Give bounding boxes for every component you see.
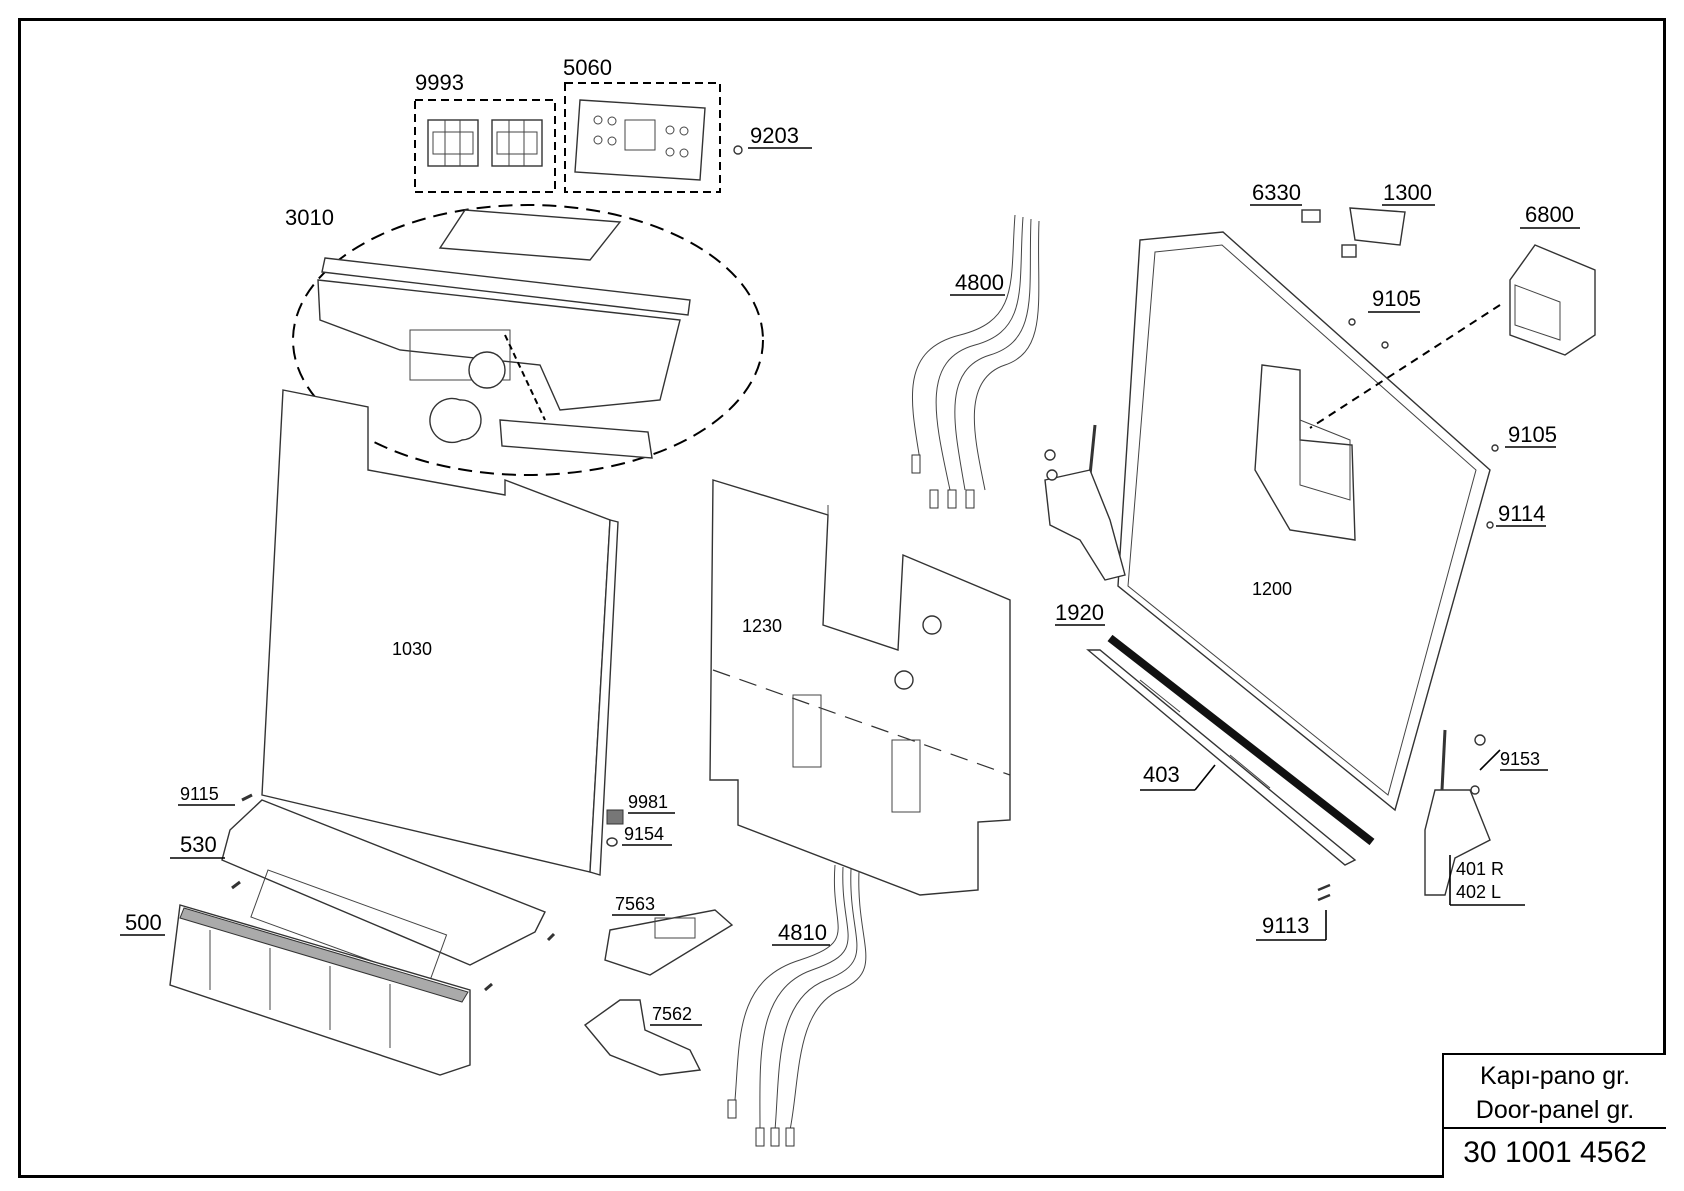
part-left-hinge [1044, 424, 1126, 581]
label-401: 401 R [1456, 859, 1504, 879]
label-4810: 4810 [778, 920, 827, 945]
part-530-bottom-bracket [221, 799, 556, 983]
label-9114: 9114 [1498, 501, 1545, 526]
part-1230-insulation [709, 479, 1011, 896]
part-4810-cable-harness [727, 864, 867, 1147]
label-9154: 9154 [624, 824, 664, 844]
part-1920-door-seal [1055, 624, 1375, 846]
part-9981-clip [606, 809, 675, 825]
label-530: 530 [180, 832, 217, 857]
label-500: 500 [125, 910, 162, 935]
part-5060-control-board [564, 82, 721, 193]
label-9113: 9113 [1262, 913, 1309, 938]
title-name-tr: Kapı-pano gr. [1479, 1062, 1631, 1090]
label-1300: 1300 [1383, 180, 1432, 205]
part-9113-screws [1256, 883, 1331, 941]
label-402: 402 L [1456, 882, 1501, 902]
label-1920: 1920 [1055, 600, 1104, 625]
part-6330-switch [1250, 204, 1321, 223]
part-7563-bracket [604, 909, 734, 976]
part-9154-ring [606, 837, 672, 847]
label-4800: 4800 [955, 270, 1004, 295]
part-4800-cable-harness [911, 214, 1040, 509]
label-1230: 1230 [742, 616, 782, 636]
label-9105-right: 9105 [1508, 422, 1557, 447]
part-9114-screw [1486, 521, 1546, 529]
part-7562-hinge-cover [583, 999, 702, 1076]
label-6800: 6800 [1525, 202, 1574, 227]
label-9105-upper: 9105 [1372, 286, 1421, 311]
drawing-frame [18, 18, 1666, 1178]
part-1030-outer-door-panel [261, 389, 619, 876]
part-9115-screw [178, 793, 253, 806]
part-1300-door-lock [1341, 204, 1435, 258]
title-block-names: Kapı-pano gr. Door-panel gr. [1444, 1055, 1666, 1129]
label-9981: 9981 [628, 792, 668, 812]
label-3010: 3010 [285, 205, 334, 230]
part-9993-button-modules [414, 99, 556, 193]
label-6330: 6330 [1252, 180, 1301, 205]
label-5060: 5060 [563, 55, 612, 80]
label-9153: 9153 [1500, 749, 1540, 769]
label-1200: 1200 [1252, 579, 1292, 599]
label-7562: 7562 [652, 1004, 692, 1024]
label-7563: 7563 [615, 894, 655, 914]
part-6800-detergent-dispenser [1509, 227, 1596, 356]
title-part-code: 30 1001 4562 [1463, 1136, 1647, 1169]
part-1200-inner-door [1117, 231, 1501, 812]
label-9993: 9993 [415, 70, 464, 95]
title-block: Kapı-pano gr. Door-panel gr. 30 1001 456… [1442, 1053, 1666, 1178]
part-500-kick-plate [169, 904, 493, 1076]
part-9105-screws-upper [1348, 311, 1420, 349]
label-403: 403 [1143, 762, 1180, 787]
part-right-hinge [1424, 729, 1548, 906]
label-9115: 9115 [180, 784, 219, 804]
part-3010-control-panel-assembly [292, 204, 764, 476]
label-9203: 9203 [750, 123, 799, 148]
part-403-side-rail [1086, 649, 1357, 866]
title-name-en: Door-panel gr. [1475, 1096, 1635, 1124]
part-9203-screw [733, 145, 812, 155]
label-1030: 1030 [392, 639, 432, 659]
part-9105-screws-right [1491, 444, 1556, 452]
